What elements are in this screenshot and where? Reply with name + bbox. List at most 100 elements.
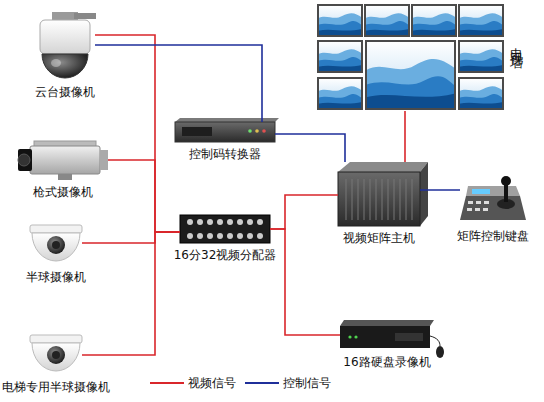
distributor-art [197,233,203,239]
elevator-dome-camera: 电梯专用半球摄像机 [30,335,82,375]
device-label: 16分32视频分配器 [174,248,277,262]
device-label: 视频矩阵主机 [343,231,415,245]
dome-camera: 半球摄像机 [30,225,82,265]
tv-screen [459,5,503,36]
matrix-host-art [406,179,407,220]
control-signal-line [95,45,262,122]
ptz-camera: 云台摄像机 [35,15,95,80]
tv-screen [365,5,409,36]
keyboard-art [484,201,489,204]
video-distributor: 16分32视频分配器 [180,215,270,243]
dvr-art [340,320,444,358]
tv-screen [459,78,503,109]
matrix-host-art [388,179,389,220]
tv-screen [459,78,503,109]
video-signal-line [270,195,338,229]
matrix-host-art [420,162,428,226]
device-label: 控制码转换器 [189,147,261,161]
distributor-art [227,219,233,225]
dome-camera-art [47,236,65,254]
distributor-art [187,233,193,239]
keyboard-art [475,208,480,211]
tv-screen [366,41,455,109]
matrix-host-art [358,179,359,220]
dvr-art [340,326,430,348]
elevator-dome-camera-art [52,351,60,359]
video-signal-line [108,160,180,232]
keyboard-art [483,208,488,211]
matrix-host-art [338,162,428,172]
control-signal-line [420,189,460,191]
tv-screen [412,5,456,36]
video-wall: 电视墙 [316,3,506,111]
video-signal-line [95,35,180,232]
dvr-art [395,333,423,341]
dvr-art [340,320,434,326]
matrix-host-art [364,179,365,220]
keyboard-art [467,201,489,211]
converter-art [255,129,259,133]
converter-art [175,118,279,142]
keyboard-art [460,176,526,220]
dvr-art [436,346,444,358]
dome-camera-art [30,225,82,261]
distributor-art [257,219,263,225]
ptz-camera-art [40,20,90,54]
legend-sample [245,382,279,384]
distributor-art [180,215,270,243]
dvr-recorder: 16路硬盘录像机 [340,320,434,350]
distributor-art [197,219,203,225]
ptz-camera-art [74,13,96,19]
converter-art [262,129,266,133]
ptz-camera-art [51,59,61,67]
dome-camera-art [32,233,80,261]
matrix-host-art [346,179,412,220]
video-signal-line [82,232,180,355]
distributor-art [237,219,243,225]
keyboard-art [467,208,472,211]
tv-screen [365,5,409,36]
distributor-art [207,233,213,239]
elevator-dome-camera-art [30,335,82,343]
control-signal-line [275,134,345,162]
tv-screen [318,78,362,109]
legend-text: 视频信号 [188,376,236,390]
matrix-host: 视频矩阵主机 [338,162,420,226]
dvr-art [354,335,357,338]
matrix-keyboard: 矩阵控制键盘 [460,172,526,224]
tv-screen [459,41,503,72]
device-label: 16路硬盘录像机 [343,355,430,369]
video-signal-line [82,232,180,243]
matrix-host-art [394,179,395,220]
distributor-art [217,219,223,225]
converter-art [175,118,279,122]
tv-screen [318,5,362,36]
distributor-art [257,233,263,239]
ptz-camera-art [40,12,96,78]
tv-screen [318,5,503,109]
bullet-camera-art [18,149,32,171]
legend-text: 控制信号 [283,376,331,390]
device-label: 矩阵控制键盘 [457,229,529,243]
distributor-art [247,219,253,225]
keyboard-art [468,201,473,204]
matrix-host-art [370,179,371,220]
control-code-converter: 控制码转换器 [175,122,275,142]
elevator-dome-camera-art [30,335,82,371]
converter-art [182,127,212,136]
device-label: 云台摄像机 [35,85,95,99]
dvr-art [348,335,351,338]
tv-screen [412,5,456,36]
tv-screen [318,5,362,36]
keyboard-art [476,201,481,204]
dvr-art [430,336,440,346]
distributor-art [227,233,233,239]
bullet-camera-art [18,154,30,166]
distributor-art [207,219,213,225]
matrix-host-art [382,179,383,220]
ptz-camera-art [42,54,88,78]
dome-camera-art [52,241,60,249]
elevator-dome-camera-art [32,343,80,371]
device-label: 电梯专用半球摄像机 [2,380,110,394]
matrix-host-art [376,179,377,220]
